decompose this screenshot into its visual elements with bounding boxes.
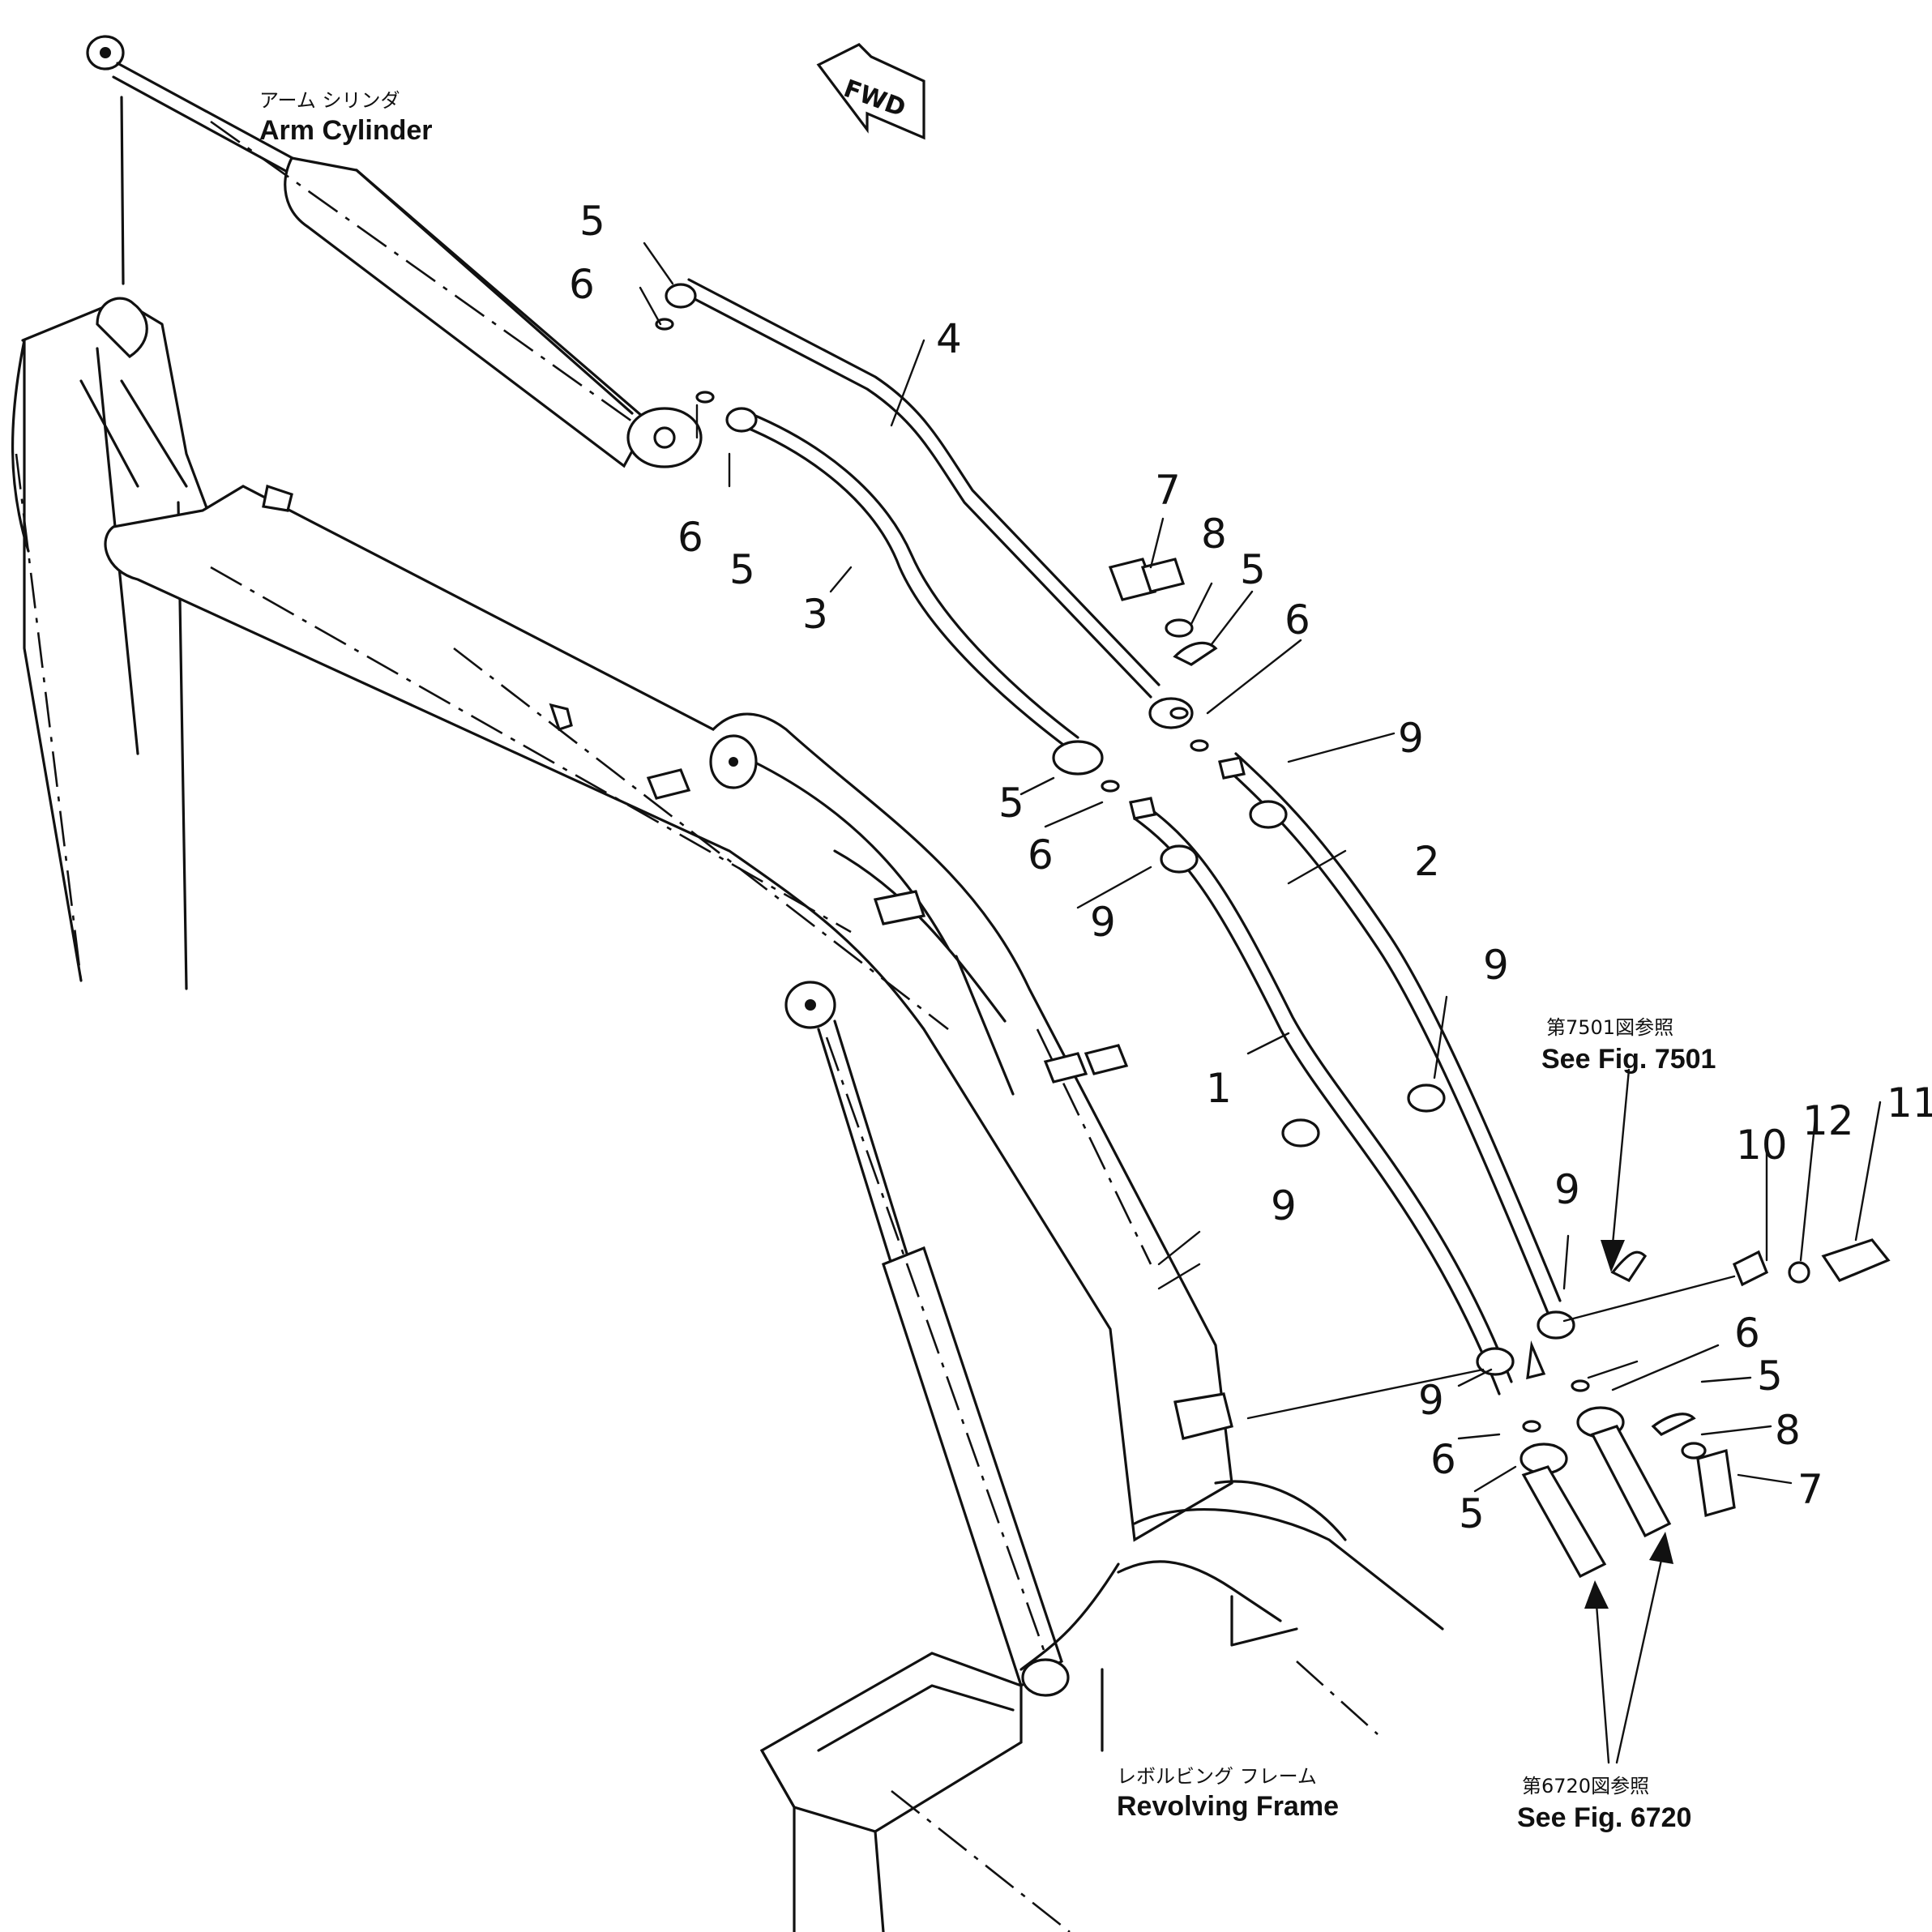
arm-cylinder xyxy=(86,35,703,468)
callout-6-lower-left: 6 xyxy=(1430,1436,1456,1483)
lower-fittings xyxy=(1246,1238,1891,1579)
pipe-4 xyxy=(665,278,1194,729)
callout-5-upper-left: 5 xyxy=(729,546,755,593)
callout-9-lower-left: 9 xyxy=(1418,1377,1444,1424)
callout-2: 2 xyxy=(1414,838,1440,885)
callout-5-top: 5 xyxy=(579,198,605,245)
callout-8-lower: 8 xyxy=(1775,1407,1801,1454)
see-fig-6720-label-en: See Fig. 6720 xyxy=(1517,1802,1691,1833)
revolving-frame-label-jp: レボルビング フレーム xyxy=(1117,1765,1317,1788)
see-fig-6720-label-jp: 第6720図参照 xyxy=(1522,1775,1649,1797)
pipe-2 xyxy=(1218,752,1575,1340)
callout-10: 10 xyxy=(1736,1122,1788,1169)
callout-4: 4 xyxy=(936,315,962,362)
callout-3: 3 xyxy=(802,591,828,638)
callout-5-upper-right: 5 xyxy=(1240,546,1266,593)
callout-5-middle: 5 xyxy=(998,780,1024,827)
callout-9-upper-left: 9 xyxy=(1090,899,1116,946)
revolving-frame-label-en: Revolving Frame xyxy=(1117,1791,1339,1822)
callout-6-middle: 6 xyxy=(1028,831,1054,878)
callout-6-lower-right: 6 xyxy=(1734,1310,1760,1357)
callout-5-lower-right: 5 xyxy=(1757,1353,1783,1400)
callout-9-middle-left: 9 xyxy=(1271,1182,1297,1229)
arm-cylinder-label-jp: アーム シリンダ xyxy=(259,89,400,112)
reference-arrows xyxy=(1584,1068,1673,1764)
callout-8-upper: 8 xyxy=(1201,511,1227,558)
callout-6-upper-right: 6 xyxy=(1284,596,1310,643)
callout-7-lower: 7 xyxy=(1797,1466,1823,1513)
callout-6-top: 6 xyxy=(569,261,595,308)
callout-11: 11 xyxy=(1887,1079,1932,1126)
callout-9-middle-right: 9 xyxy=(1483,942,1509,989)
boom xyxy=(104,484,1233,1542)
leader-lines xyxy=(639,242,1882,1493)
arm-cylinder-label-en: Arm Cylinder xyxy=(259,115,433,146)
callout-9-lower-right: 9 xyxy=(1554,1166,1580,1213)
fwd-arrow: FWD xyxy=(816,43,925,140)
callout-1: 1 xyxy=(1206,1065,1232,1112)
revolving-frame xyxy=(759,1480,1444,1932)
see-fig-7501-label-jp: 第7501図参照 xyxy=(1546,1016,1673,1039)
callout-12: 12 xyxy=(1802,1097,1854,1144)
pipe-3 xyxy=(725,407,1104,776)
callout-7-upper: 7 xyxy=(1155,467,1181,514)
boom-cylinder xyxy=(784,981,1120,1697)
callout-6-upper: 6 xyxy=(677,514,703,561)
callout-9-upper-right: 9 xyxy=(1398,715,1424,762)
upper-bolt-group xyxy=(655,318,1218,793)
pipe-1 xyxy=(1129,797,1515,1396)
callout-5-lower-left: 5 xyxy=(1459,1490,1485,1537)
callout-numbers: 1 2 3 4 5 5 5 5 5 5 6 6 6 6 6 6 7 7 8 8 … xyxy=(569,198,1932,1537)
